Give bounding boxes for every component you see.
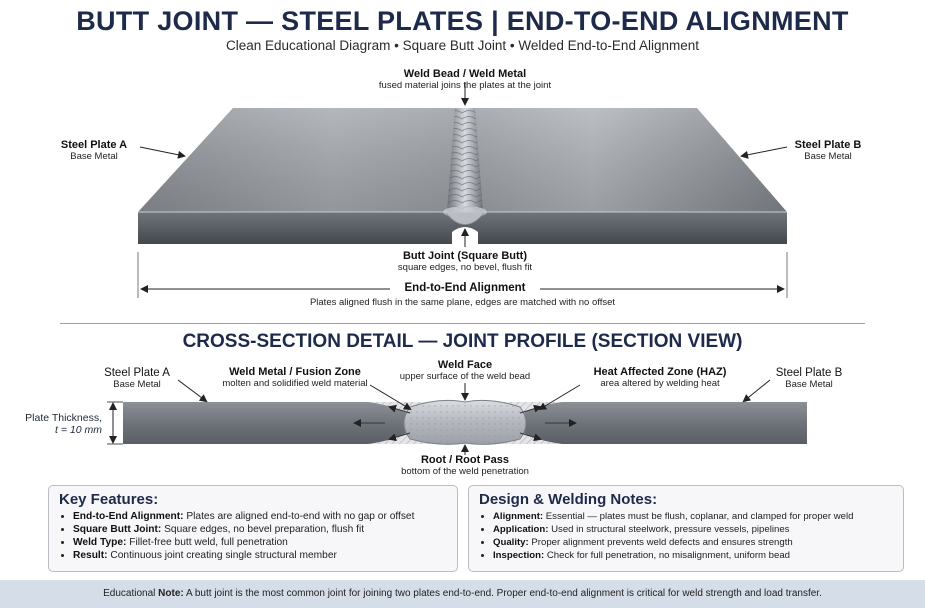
haz-callout: Heat Affected Zone (HAZ) area altered by… bbox=[593, 366, 727, 389]
educational-note-banner: Educational Note: A butt joint is the mo… bbox=[0, 580, 925, 608]
alignment-label: End-to-End Alignment bbox=[390, 282, 540, 294]
page-title: BUTT JOINT — STEEL PLATES | END-TO-END A… bbox=[76, 6, 849, 36]
cross-section-drawing bbox=[107, 379, 807, 455]
plate-thickness-callout: Plate Thickness, t = 10 mm bbox=[10, 412, 102, 436]
design-notes-list: Alignment: Essential — plates must be fl… bbox=[479, 510, 893, 562]
section-title: CROSS-SECTION DETAIL — JOINT PROFILE (SE… bbox=[182, 331, 743, 352]
design-notes-panel: Design & Welding Notes: Alignment: Essen… bbox=[468, 485, 904, 572]
key-features-heading: Key Features: bbox=[59, 491, 159, 508]
list-item: Alignment: Essential — plates must be fl… bbox=[493, 510, 893, 523]
section-plate-a-callout: Steel Plate A Base Metal bbox=[104, 367, 170, 390]
alignment-description: Plates aligned flush in the same plane, … bbox=[309, 297, 616, 308]
weld-bead-callout: Weld Bead / Weld Metal fused material jo… bbox=[378, 68, 552, 91]
butt-joint-callout: Butt Joint (Square Butt) square edges, n… bbox=[397, 250, 533, 273]
list-item: Quality: Proper alignment prevents weld … bbox=[493, 536, 893, 549]
plate-b-callout: Steel Plate B Base Metal bbox=[794, 139, 862, 162]
fusion-zone-callout: Weld Metal / Fusion Zone molten and soli… bbox=[222, 366, 368, 389]
weld-face-callout: Weld Face upper surface of the weld bead bbox=[399, 359, 531, 382]
key-features-panel: Key Features: End-to-End Alignment: Plat… bbox=[48, 485, 458, 572]
list-item: Application: Used in structural steelwor… bbox=[493, 523, 893, 536]
list-item: Inspection: Check for full penetration, … bbox=[493, 549, 893, 562]
design-notes-heading: Design & Welding Notes: bbox=[479, 491, 658, 508]
section-divider bbox=[60, 323, 865, 324]
plate-illustration bbox=[137, 82, 788, 298]
page-subtitle: Clean Educational Diagram • Square Butt … bbox=[226, 38, 699, 53]
plate-thickness-value: t = 10 mm bbox=[55, 424, 102, 436]
key-features-list: End-to-End Alignment: Plates are aligned… bbox=[59, 510, 447, 562]
list-item: End-to-End Alignment: Plates are aligned… bbox=[73, 510, 447, 523]
section-plate-b-callout: Steel Plate B Base Metal bbox=[775, 367, 843, 390]
root-callout: Root / Root Pass bottom of the weld pene… bbox=[401, 454, 529, 477]
list-item: Square Butt Joint: Square edges, no beve… bbox=[73, 523, 447, 536]
plate-a-callout: Steel Plate A Base Metal bbox=[60, 139, 128, 162]
list-item: Weld Type: Fillet-free butt weld, full p… bbox=[73, 536, 447, 549]
list-item: Result: Continuous joint creating single… bbox=[73, 549, 447, 562]
